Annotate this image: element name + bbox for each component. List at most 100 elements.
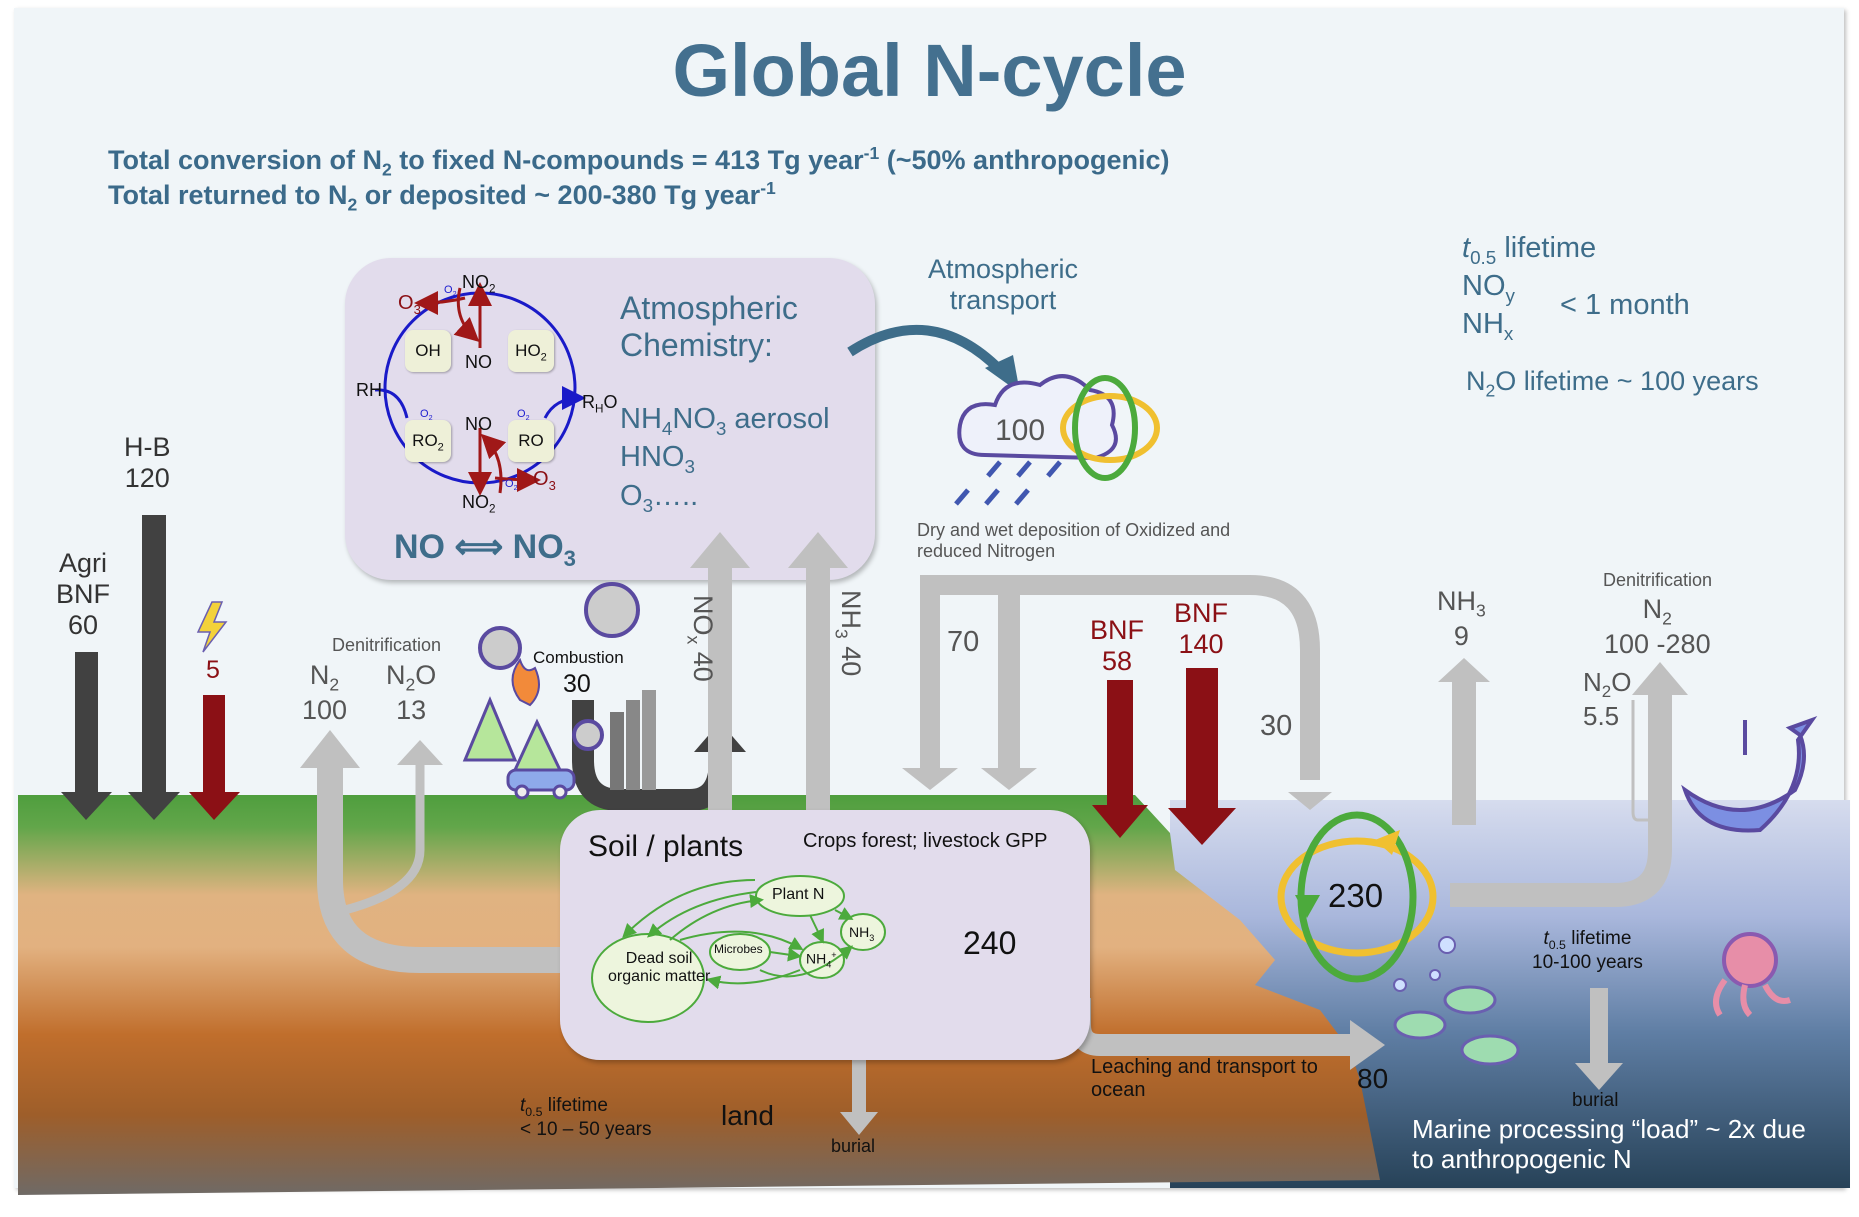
lifetime-heading: t0.5 lifetime — [1462, 232, 1596, 268]
leaching-label: Leaching and transport to ocean — [1091, 1056, 1318, 1102]
land-bnf-label: BNF 58 — [1090, 615, 1144, 677]
n2o-sub: 2 — [1485, 380, 1496, 401]
ocean-nh3-arrowhead — [1438, 658, 1490, 682]
rh-label: RH — [356, 380, 382, 400]
agri-bnf-line1: Agri — [58, 548, 107, 578]
land-n2o-arrowhead — [397, 740, 443, 765]
land-n2o-flux — [343, 765, 425, 915]
deposition-ocean-value: 30 — [1260, 710, 1293, 742]
o2-sub: 2 — [452, 290, 457, 299]
rho-text: R — [582, 392, 595, 412]
rho-text: O — [603, 392, 618, 412]
species-text: NH — [620, 403, 662, 435]
nh3-sub: 3 — [869, 932, 875, 943]
nh3-text: NH — [1437, 586, 1476, 616]
no2-sub: 2 — [489, 502, 496, 516]
o3-text: O — [533, 468, 549, 490]
deposition-land-arrowhead — [981, 768, 1037, 790]
nhx-text: NH — [1462, 308, 1504, 340]
o2-sub: 2 — [525, 414, 530, 423]
network-arrow — [706, 969, 801, 990]
leaching-arrowhead — [1350, 1020, 1385, 1070]
land-n2-arrowhead — [300, 730, 360, 768]
species-text: ….. — [653, 479, 699, 512]
agri-bnf-arrow-shaft — [75, 652, 98, 792]
land-n2-value: 100 — [302, 694, 348, 725]
factory-icon — [610, 690, 656, 790]
o2-text: O — [505, 478, 514, 490]
n2-text: N — [309, 660, 330, 690]
n2o-text: N — [386, 660, 406, 690]
nh3-flux-arrowhead — [788, 532, 848, 568]
transport-line1: Atmospheric — [928, 254, 1079, 284]
o3-text: O — [398, 292, 414, 314]
nox-text: NO — [688, 595, 718, 636]
no-bottom-arrow — [480, 433, 507, 494]
ho2-text: HO — [515, 341, 541, 360]
marine-load-note: Marine processing “load” ~ 2x due to ant… — [1412, 1114, 1806, 1175]
t-sub: 0.5 — [525, 1104, 543, 1119]
ocean-burial-arrowhead — [1575, 1063, 1623, 1090]
species-o3: O3….. — [620, 479, 830, 517]
nox-sub: x — [683, 635, 704, 645]
network-arrow — [834, 907, 854, 920]
summary-text: or deposited ~ 200-380 Tg year — [357, 180, 761, 210]
soil-plants-heading: Soil / plants — [588, 830, 744, 863]
t-sub: 0.5 — [1548, 937, 1566, 952]
land-recycle-value: 240 — [963, 925, 1017, 961]
lightning-icon — [196, 601, 228, 653]
land-burial-arrowhead — [840, 1112, 878, 1135]
marine-line1: Marine processing “load” ~ 2x due — [1412, 1114, 1806, 1144]
n2o-sub: 2 — [405, 674, 416, 695]
lightning-arrowhead — [189, 792, 240, 820]
t-symbol: t — [1543, 928, 1549, 949]
hb-label: H-B 120 — [124, 432, 171, 494]
nh3-node-label: NH3 — [849, 924, 874, 943]
forest-icon — [462, 696, 563, 772]
nh4-sup: + — [831, 950, 837, 960]
o2-text: O — [517, 408, 526, 420]
land-label: land — [721, 1100, 774, 1131]
network-arrow — [669, 894, 764, 941]
ro2-node: RO2 — [405, 420, 451, 462]
ocean-n2-flux — [1450, 690, 1672, 907]
n2-sub: 2 — [329, 674, 340, 695]
lightning-value: 5 — [206, 656, 220, 684]
ocean-lifetime-value: 10-100 years — [1532, 951, 1643, 973]
chem-species-list: NH4NO3 aerosol HNO3 O3….. — [620, 402, 830, 517]
species-sub: 4 — [661, 417, 673, 439]
deposition-ocean-arrowhead — [1288, 792, 1332, 810]
fire-icon — [511, 657, 540, 707]
network-arrow — [646, 891, 757, 938]
nox-value: 40 — [688, 651, 718, 682]
bubbles-icon — [1393, 936, 1456, 992]
hb-name: H-B — [124, 432, 171, 462]
eq-right: NO — [512, 528, 564, 566]
no2-sub: 2 — [489, 282, 496, 296]
o2-sub: 2 — [428, 414, 433, 423]
no2-top-label: NO2 — [462, 272, 496, 296]
nh3-sub: 3 — [831, 629, 852, 639]
t-symbol: t — [520, 1095, 526, 1116]
network-arrow — [622, 879, 756, 938]
no-no3-equilibrium: NO ⟺ NO3 — [394, 528, 576, 571]
no2-text: NO — [462, 492, 489, 512]
rh-arrow — [374, 388, 409, 419]
oh-node: OH — [405, 330, 451, 372]
species-sub: 3 — [684, 456, 695, 478]
hb-arrowhead — [128, 792, 180, 820]
hb-arrow-shaft — [142, 515, 166, 792]
ocean-recycle-value: 230 — [1328, 877, 1384, 914]
marine-line2: to anthropogenic N — [1412, 1143, 1632, 1174]
o2-sub: 2 — [513, 484, 518, 493]
summary-conversion: Total conversion of N2 to fixed N-compou… — [108, 143, 1170, 180]
species-hno3: HNO3 — [620, 440, 830, 478]
chem-heading-line2: Chemistry: — [620, 326, 773, 363]
nh3-value: 40 — [836, 646, 866, 677]
t-symbol: t — [1462, 232, 1471, 264]
n2-text: N — [1642, 594, 1663, 624]
n2o-text: O — [415, 660, 437, 690]
land-n2-flux — [317, 760, 570, 973]
